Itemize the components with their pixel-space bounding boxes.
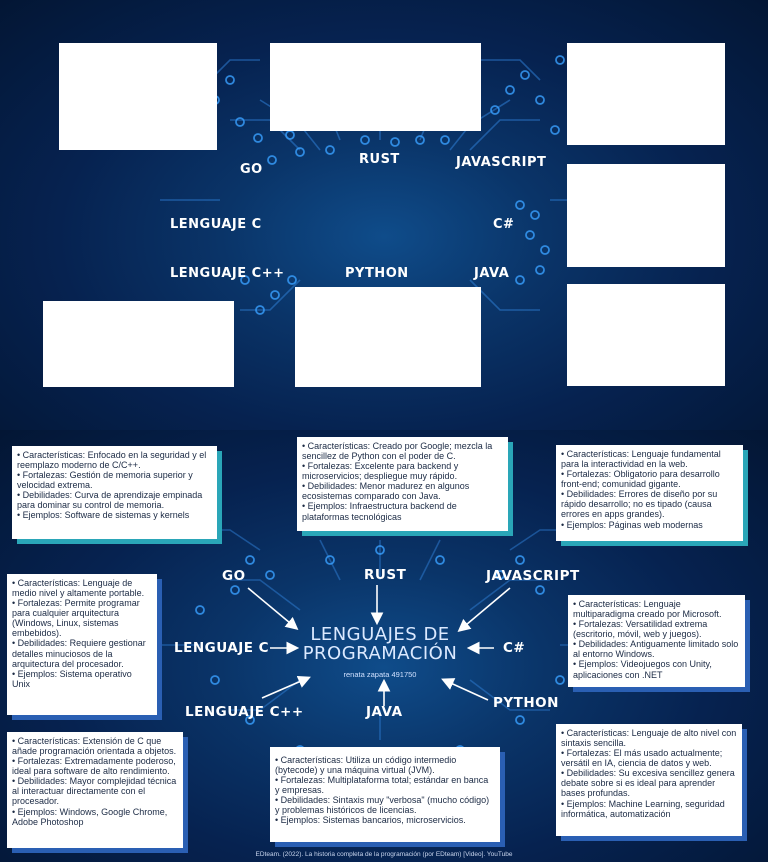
arrow-javascript: [457, 587, 511, 633]
main-title: LENGUAJES DE PROGRAMACIÓN: [280, 624, 480, 664]
card-lenguaje-cpp: • Características: Extensión de C que añ…: [7, 732, 183, 848]
card-csharp-line: • Fortalezas: Versatilidad extrema (escr…: [573, 619, 708, 640]
label-lenguaje-c: LENGUAJE C: [170, 217, 262, 232]
card-csharp-line: • Características: Lenguaje multiparadig…: [573, 599, 722, 620]
card-python-line: • Fortalezas: El más usado actualmente; …: [561, 748, 723, 769]
bottom-panel: • Características: Enfocado en la seguri…: [0, 430, 768, 862]
card-java-line: • Ejemplos: Sistemas bancarios, microser…: [275, 815, 466, 826]
label-lenguaje-c: LENGUAJE C: [174, 640, 270, 656]
card-javascript-line: • Ejemplos: Páginas web modernas: [561, 519, 703, 530]
card-cpp-line: • Características: Extensión de C que añ…: [12, 736, 177, 757]
arrow-cpp: [261, 675, 311, 699]
image-placeholder-5: [43, 301, 234, 387]
card-rust-line: • Ejemplos: Software de sistemas y kerne…: [17, 510, 190, 521]
label-rust: RUST: [364, 567, 407, 583]
author-credit: renata zapata 491750: [343, 670, 417, 679]
citation: EDteam. (2022). La historia completa de …: [255, 851, 513, 858]
arrow-python: [441, 678, 489, 701]
card-csharp: • Características: Lenguaje multiparadig…: [568, 595, 745, 687]
card-python-line: • Debilidades: Su excesiva sencillez gen…: [561, 768, 735, 799]
image-placeholder-2: [270, 43, 481, 131]
arrow-go: [247, 587, 299, 631]
label-lenguaje-cpp: LENGUAJE C++: [185, 704, 304, 720]
card-go-line: • Debilidades: Menor madurez en algunos …: [302, 481, 470, 502]
card-python: • Características: Lenguaje de alto nive…: [556, 724, 742, 836]
card-go-line: • Ejemplos: Infraestructura backend de p…: [302, 501, 457, 522]
card-go-line: • Características: Creado por Google; me…: [302, 441, 493, 462]
card-lenguaje-c: • Características: Lenguaje de medio niv…: [7, 574, 157, 715]
card-rust-line: • Características: Enfocado en la seguri…: [17, 450, 207, 471]
arrows-overlay: [247, 585, 511, 706]
title-line-2: PROGRAMACIÓN: [302, 642, 458, 664]
label-csharp: C#: [503, 640, 526, 656]
image-placeholder-7: [567, 284, 725, 386]
card-cpp-line: • Ejemplos: Windows, Google Chrome, Adob…: [12, 806, 168, 827]
card-go: • Características: Creado por Google; me…: [297, 437, 508, 531]
label-javascript: JAVASCRIPT: [486, 568, 580, 584]
card-java-line: • Debilidades: Sintaxis muy "verbosa" (m…: [275, 795, 490, 816]
image-placeholder-4: [567, 164, 725, 267]
top-panel: GO RUST JAVASCRIPT LENGUAJE C C# LENGUAJ…: [0, 0, 768, 430]
label-go: GO: [222, 568, 246, 584]
card-javascript: • Características: Lenguaje fundamental …: [556, 445, 743, 541]
card-rust-line: • Fortalezas: Gestión de memoria superio…: [17, 470, 193, 491]
card-rust-line: • Debilidades: Curva de aprendizaje empi…: [17, 490, 203, 511]
card-java-line: • Características: Utiliza un código int…: [275, 755, 457, 776]
title-line-1: LENGUAJES DE: [310, 624, 450, 645]
label-rust: RUST: [359, 152, 400, 167]
card-go-line: • Fortalezas: Excelente para backend y m…: [302, 461, 459, 482]
image-placeholder-3: [567, 43, 725, 145]
image-placeholder-6: [295, 287, 481, 387]
card-javascript-line: • Debilidades: Errores de diseño por su …: [561, 489, 718, 520]
card-java: • Características: Utiliza un código int…: [270, 747, 500, 842]
card-csharp-line: • Debilidades: Antiguamente limitado sol…: [573, 639, 739, 660]
label-lenguaje-cpp: LENGUAJE C++: [170, 266, 285, 281]
image-placeholder-1: [59, 43, 217, 150]
card-c-line: • Debilidades: Requiere gestionar detall…: [12, 638, 146, 669]
card-rust: • Características: Enfocado en la seguri…: [12, 446, 217, 539]
card-c-line: • Ejemplos: Sistema operativo Unix: [12, 668, 132, 689]
card-cpp-line: • Debilidades: Mayor complejidad técnica…: [12, 776, 177, 807]
card-c-line: • Fortalezas: Permite programar para cua…: [12, 598, 140, 639]
card-python-line: • Características: Lenguaje de alto nive…: [561, 728, 737, 749]
label-java: JAVA: [366, 704, 403, 720]
label-python: PYTHON: [493, 695, 559, 711]
label-go: GO: [240, 162, 263, 177]
card-csharp-line: • Ejemplos: Videojuegos con Unity, aplic…: [573, 659, 712, 680]
label-csharp: C#: [493, 217, 515, 232]
card-javascript-line: • Características: Lenguaje fundamental …: [561, 449, 721, 470]
label-python: PYTHON: [345, 266, 409, 281]
label-javascript: JAVASCRIPT: [456, 155, 547, 170]
card-javascript-line: • Fortalezas: Obligatorio para desarroll…: [561, 469, 720, 490]
card-python-line: • Ejemplos: Machine Learning, seguridad …: [561, 798, 725, 819]
card-c-line: • Características: Lenguaje de medio niv…: [12, 578, 145, 599]
card-java-line: • Fortalezas: Multiplataforma total; est…: [275, 775, 489, 796]
card-cpp-line: • Fortalezas: Extremadamente poderoso, i…: [12, 756, 176, 777]
label-java: JAVA: [474, 266, 510, 281]
